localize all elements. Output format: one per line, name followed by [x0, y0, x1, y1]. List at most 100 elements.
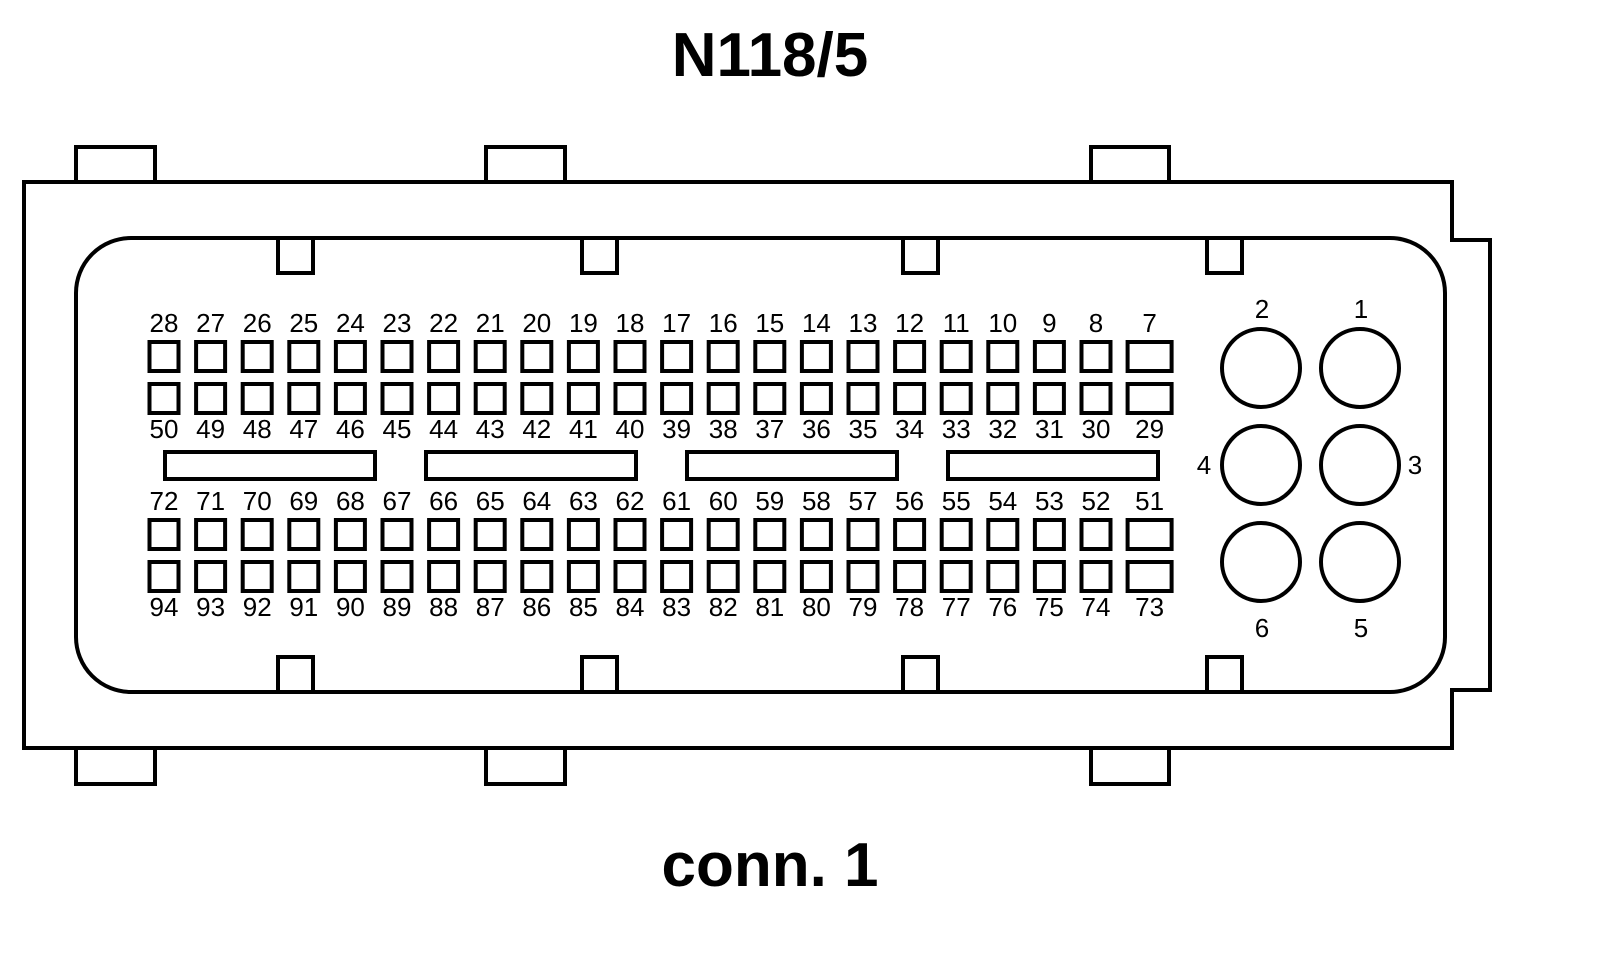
- pin-label-32: 32: [988, 414, 1017, 444]
- pin-label-76: 76: [988, 592, 1017, 622]
- pin-64: [520, 518, 554, 551]
- pin-label-36: 36: [802, 414, 831, 444]
- pin-label-58: 58: [802, 486, 831, 516]
- pin-18: [613, 340, 647, 373]
- pin-label-26: 26: [243, 308, 272, 338]
- pin-label-71: 71: [196, 486, 225, 516]
- key-notch: [901, 655, 940, 692]
- pin-cavity: [74, 236, 1447, 694]
- pin-label-40: 40: [616, 414, 645, 444]
- pin-78: [893, 560, 927, 593]
- pin-label-63: 63: [569, 486, 598, 516]
- key-notch: [580, 238, 619, 275]
- pin-87: [473, 560, 507, 593]
- pin-label-9: 9: [1042, 308, 1056, 338]
- pin-33: [939, 382, 973, 415]
- pin-71: [194, 518, 228, 551]
- pin-34: [893, 382, 927, 415]
- pin-label-47: 47: [289, 414, 318, 444]
- pin-label-93: 93: [196, 592, 225, 622]
- pin-38: [706, 382, 740, 415]
- large-pin-4: [1220, 424, 1302, 506]
- pin-39: [660, 382, 694, 415]
- pin-52: [1079, 518, 1113, 551]
- pin-label-15: 15: [755, 308, 784, 338]
- pin-label-45: 45: [383, 414, 412, 444]
- pin-label-29: 29: [1135, 414, 1164, 444]
- pin-90: [333, 560, 367, 593]
- pin-label-78: 78: [895, 592, 924, 622]
- latch-tab-bottom-right: [1089, 748, 1171, 786]
- pin-label-28: 28: [150, 308, 179, 338]
- pin-59: [753, 518, 787, 551]
- pin-label-59: 59: [755, 486, 784, 516]
- pin-label-61: 61: [662, 486, 691, 516]
- pin-80: [799, 560, 833, 593]
- pin-label-12: 12: [895, 308, 924, 338]
- latch-tab-top-left: [74, 145, 157, 182]
- key-notch: [901, 238, 940, 275]
- pin-55: [939, 518, 973, 551]
- pin-label-10: 10: [988, 308, 1017, 338]
- pin-27: [194, 340, 228, 373]
- pin-58: [799, 518, 833, 551]
- pin-67: [380, 518, 414, 551]
- pin-63: [566, 518, 600, 551]
- key-notch: [1205, 238, 1244, 275]
- pin-label-57: 57: [849, 486, 878, 516]
- pin-77: [939, 560, 973, 593]
- pin-label-67: 67: [383, 486, 412, 516]
- pin-88: [427, 560, 461, 593]
- pin-label-55: 55: [942, 486, 971, 516]
- pin-label-69: 69: [289, 486, 318, 516]
- pin-label-75: 75: [1035, 592, 1064, 622]
- key-notch: [276, 655, 315, 692]
- pin-label-11: 11: [943, 308, 970, 338]
- pin-89: [380, 560, 414, 593]
- large-pin-label-6: 6: [1255, 613, 1269, 643]
- pin-label-43: 43: [476, 414, 505, 444]
- pin-28: [147, 340, 181, 373]
- latch-tab-top-right: [1089, 145, 1171, 182]
- pin-51: [1125, 518, 1174, 551]
- pin-31: [1032, 382, 1066, 415]
- pin-label-79: 79: [849, 592, 878, 622]
- pin-label-21: 21: [476, 308, 505, 338]
- pin-label-8: 8: [1089, 308, 1103, 338]
- pin-84: [613, 560, 647, 593]
- large-pin-label-4: 4: [1197, 450, 1211, 480]
- pin-label-35: 35: [849, 414, 878, 444]
- pin-label-89: 89: [383, 592, 412, 622]
- pin-76: [986, 560, 1020, 593]
- large-pin-2: [1220, 327, 1302, 409]
- large-pin-label-1: 1: [1354, 294, 1368, 324]
- pin-label-18: 18: [616, 308, 645, 338]
- pin-label-38: 38: [709, 414, 738, 444]
- pin-8: [1079, 340, 1113, 373]
- pin-30: [1079, 382, 1113, 415]
- pin-label-64: 64: [522, 486, 551, 516]
- pin-53: [1032, 518, 1066, 551]
- pin-10: [986, 340, 1020, 373]
- pin-35: [846, 382, 880, 415]
- diagram-title: N118/5: [671, 21, 869, 90]
- separator-bar: [424, 450, 638, 481]
- pin-label-50: 50: [150, 414, 179, 444]
- pin-label-90: 90: [336, 592, 365, 622]
- pin-45: [380, 382, 414, 415]
- pin-label-44: 44: [429, 414, 458, 444]
- latch-tab-top-center: [484, 145, 567, 182]
- pin-29: [1125, 382, 1174, 415]
- pin-label-80: 80: [802, 592, 831, 622]
- pin-65: [473, 518, 507, 551]
- pin-label-65: 65: [476, 486, 505, 516]
- large-pin-1: [1319, 327, 1401, 409]
- pin-81: [753, 560, 787, 593]
- pin-44: [427, 382, 461, 415]
- pin-label-84: 84: [616, 592, 645, 622]
- pin-label-54: 54: [988, 486, 1017, 516]
- pin-69: [287, 518, 321, 551]
- latch-tab-bottom-center: [484, 748, 567, 786]
- pin-label-74: 74: [1082, 592, 1111, 622]
- pin-49: [194, 382, 228, 415]
